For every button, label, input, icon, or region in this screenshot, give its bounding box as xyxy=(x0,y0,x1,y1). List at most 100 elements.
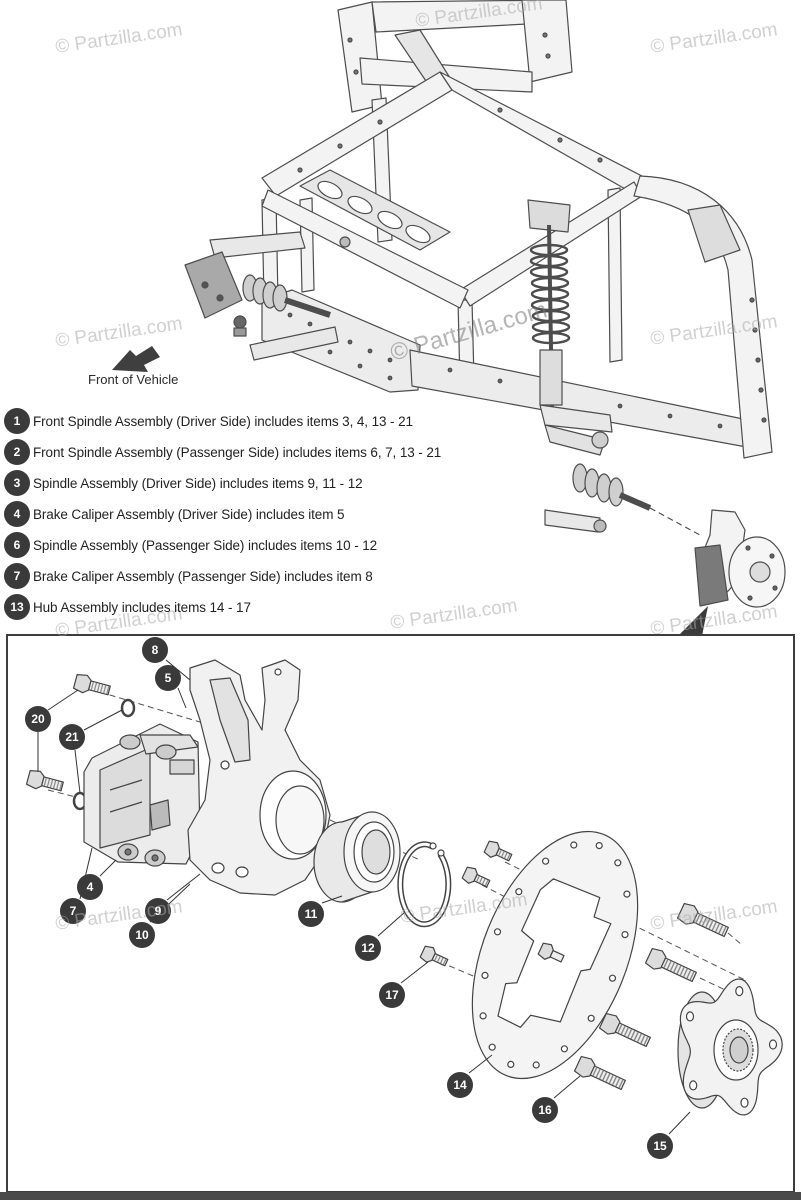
rotor-hole xyxy=(479,1012,487,1020)
spindle-location-thumbnail-part xyxy=(772,585,778,591)
lower-front-plate-part xyxy=(261,289,421,393)
brake-caliper-part xyxy=(149,799,171,831)
spindle-knuckle-part xyxy=(235,866,249,878)
callout-leader-lines-part xyxy=(377,911,406,937)
roll-cage-part xyxy=(353,69,359,75)
lower-front-plate-part xyxy=(387,357,393,363)
brake-caliper-part xyxy=(139,734,199,755)
wheel-bearing-part xyxy=(341,891,373,903)
lower-side-rail-part xyxy=(447,367,453,373)
detail-box-frame xyxy=(6,634,795,1193)
rotor-vent-holes xyxy=(479,841,631,1069)
callout-leader-lines-part xyxy=(321,895,343,904)
lower-front-plate-part xyxy=(307,321,313,327)
cross-member-plate xyxy=(299,169,451,251)
wheel-stud-4-part xyxy=(573,1055,596,1078)
legend-item: 1 Front Spindle Assembly (Driver Side) i… xyxy=(4,408,413,434)
caliper-bolt-lower-part xyxy=(41,776,64,792)
assembly-guide-lines-part xyxy=(329,819,421,861)
legend-number-badge: 6 xyxy=(4,532,30,558)
callout-16: 16 xyxy=(532,1097,558,1123)
assembly-guide-lines-part xyxy=(727,932,743,946)
brake-caliper-part xyxy=(109,801,143,813)
snap-ring-part xyxy=(398,842,450,926)
spindle-location-thumbnail-part xyxy=(749,561,771,583)
roll-cage xyxy=(337,0,573,113)
rear-frame-hoop-part xyxy=(749,297,755,303)
caliper-bolt-upper xyxy=(72,674,111,696)
callout-20: 20 xyxy=(25,706,51,732)
rotor-hole xyxy=(515,888,523,896)
callout-15-label: 15 xyxy=(653,1139,667,1153)
spindle-knuckle xyxy=(187,659,331,896)
callout-17: 17 xyxy=(379,982,405,1008)
brake-caliper-part xyxy=(124,848,132,856)
rotor-hole xyxy=(532,1061,540,1069)
legend-description: Spindle Assembly (Passenger Side) includ… xyxy=(33,537,378,553)
legend-item: 2 Front Spindle Assembly (Passenger Side… xyxy=(4,439,441,465)
left-front-suspension-part xyxy=(233,315,247,329)
upper-frame-rails-part xyxy=(261,189,469,309)
brake-rotor xyxy=(471,830,639,1080)
rotor-mount-bolt xyxy=(537,942,565,963)
callout-8-part xyxy=(142,637,168,663)
upper-frame-rails xyxy=(261,71,643,309)
rotor-hole xyxy=(587,1014,595,1022)
legend-item: 6 Spindle Assembly (Passenger Side) incl… xyxy=(4,532,377,558)
spindle-knuckle-part xyxy=(209,677,251,763)
callout-leader-lines-part xyxy=(83,709,123,731)
callout-leader-lines-part xyxy=(553,1075,581,1099)
legend-item: 13 Hub Assembly includes items 14 - 17 xyxy=(4,594,251,620)
lower-front-plate xyxy=(261,289,421,393)
callout-15: 15 xyxy=(647,1133,673,1159)
rear-frame-hoop-part xyxy=(761,417,767,423)
snap-ring xyxy=(397,841,452,928)
legend-description: Hub Assembly includes items 14 - 17 xyxy=(33,599,251,615)
hub-stud-hole xyxy=(685,1011,695,1022)
callout-leader-lines-part xyxy=(99,859,117,877)
wheel-hub xyxy=(677,978,783,1116)
lower-front-plate-part xyxy=(357,363,363,369)
rotor-hole xyxy=(481,971,489,980)
rotor-hole xyxy=(493,928,502,936)
spindle-location-thumbnail-part xyxy=(745,545,751,551)
front-of-vehicle-label: Front of Vehicle xyxy=(88,372,179,387)
hub-stud-hole xyxy=(735,985,744,997)
rotor-hole xyxy=(560,1045,569,1053)
coil-over-shock xyxy=(527,199,571,411)
callout-10-label: 10 xyxy=(135,928,149,942)
legend-description: Front Spindle Assembly (Driver Side) inc… xyxy=(33,413,413,429)
legend-item: 3 Spindle Assembly (Driver Side) include… xyxy=(4,470,363,496)
callout-7-part xyxy=(60,898,86,924)
snap-ring-part xyxy=(437,849,445,857)
callout-5-part xyxy=(155,665,181,691)
left-front-suspension-part xyxy=(201,281,209,289)
wheel-stud-3 xyxy=(598,1012,651,1048)
wheel-stud-3-part xyxy=(598,1012,621,1035)
lower-front-plate-part xyxy=(367,348,373,354)
cross-member-plate-part xyxy=(317,180,343,200)
right-front-suspension xyxy=(539,404,701,536)
spindle-location-thumbnail-part xyxy=(747,595,753,601)
callout-9: 9 xyxy=(145,898,171,924)
lower-side-rail-part xyxy=(409,349,753,449)
upper-frame-rails-part xyxy=(337,143,343,149)
rotor-bolt-2 xyxy=(461,866,491,888)
rotor-bolt-1-part xyxy=(498,849,512,861)
callout-12: 12 xyxy=(355,935,381,961)
callout-15-part xyxy=(647,1133,673,1159)
lower-side-rail-part xyxy=(617,403,623,409)
rotor-hole xyxy=(621,930,629,939)
upper-frame-rails-part xyxy=(297,167,303,173)
spindle-location-thumbnail-part xyxy=(694,544,729,607)
assembly-guide-lines-part xyxy=(99,691,201,723)
left-front-suspension-part xyxy=(184,251,243,319)
callout-9-part xyxy=(145,898,171,924)
callout-9-label: 9 xyxy=(155,904,162,918)
snap-ring-part xyxy=(429,842,437,850)
cross-member-plate-part xyxy=(347,195,373,215)
rotor-hole xyxy=(541,857,550,865)
callout-leader-lines-part xyxy=(47,689,79,711)
rotor-hole xyxy=(608,974,617,982)
